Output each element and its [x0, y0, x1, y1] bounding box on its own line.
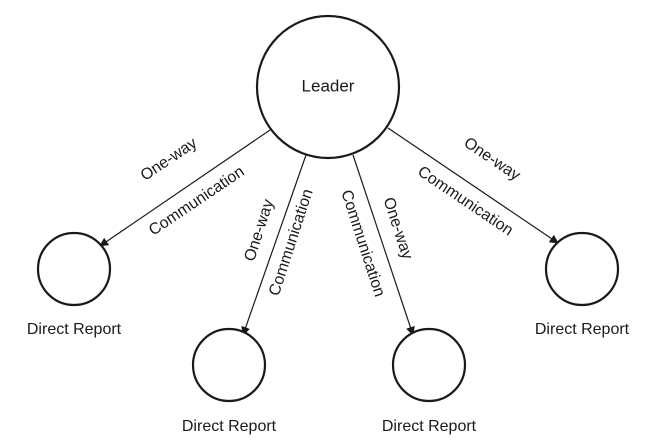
- leader-node: [255, 14, 401, 160]
- edge-leader-to-report-1: [99, 129, 271, 247]
- edge-leader-to-report-3: [352, 154, 415, 336]
- direct-report-node-4: [544, 231, 620, 307]
- edge-3-label-communication: Communication: [337, 188, 388, 299]
- direct-report-label-1: Direct Report: [27, 321, 122, 338]
- direct-report-node-3: [391, 327, 467, 403]
- edge-leader-to-report-2: [241, 154, 307, 336]
- direct-report-label-2: Direct Report: [182, 418, 277, 435]
- edge-leader-to-report-4: [387, 127, 559, 244]
- direct-report-node-1: [36, 231, 112, 307]
- direct-report-label-4: Direct Report: [535, 321, 630, 338]
- edge-4-label-one-way: One-way: [461, 134, 524, 184]
- leader-label: Leader: [302, 76, 355, 95]
- direct-report-node-2: [191, 327, 267, 403]
- edge-1-label-one-way: One-way: [138, 135, 201, 185]
- direct-report-label-3: Direct Report: [382, 418, 477, 435]
